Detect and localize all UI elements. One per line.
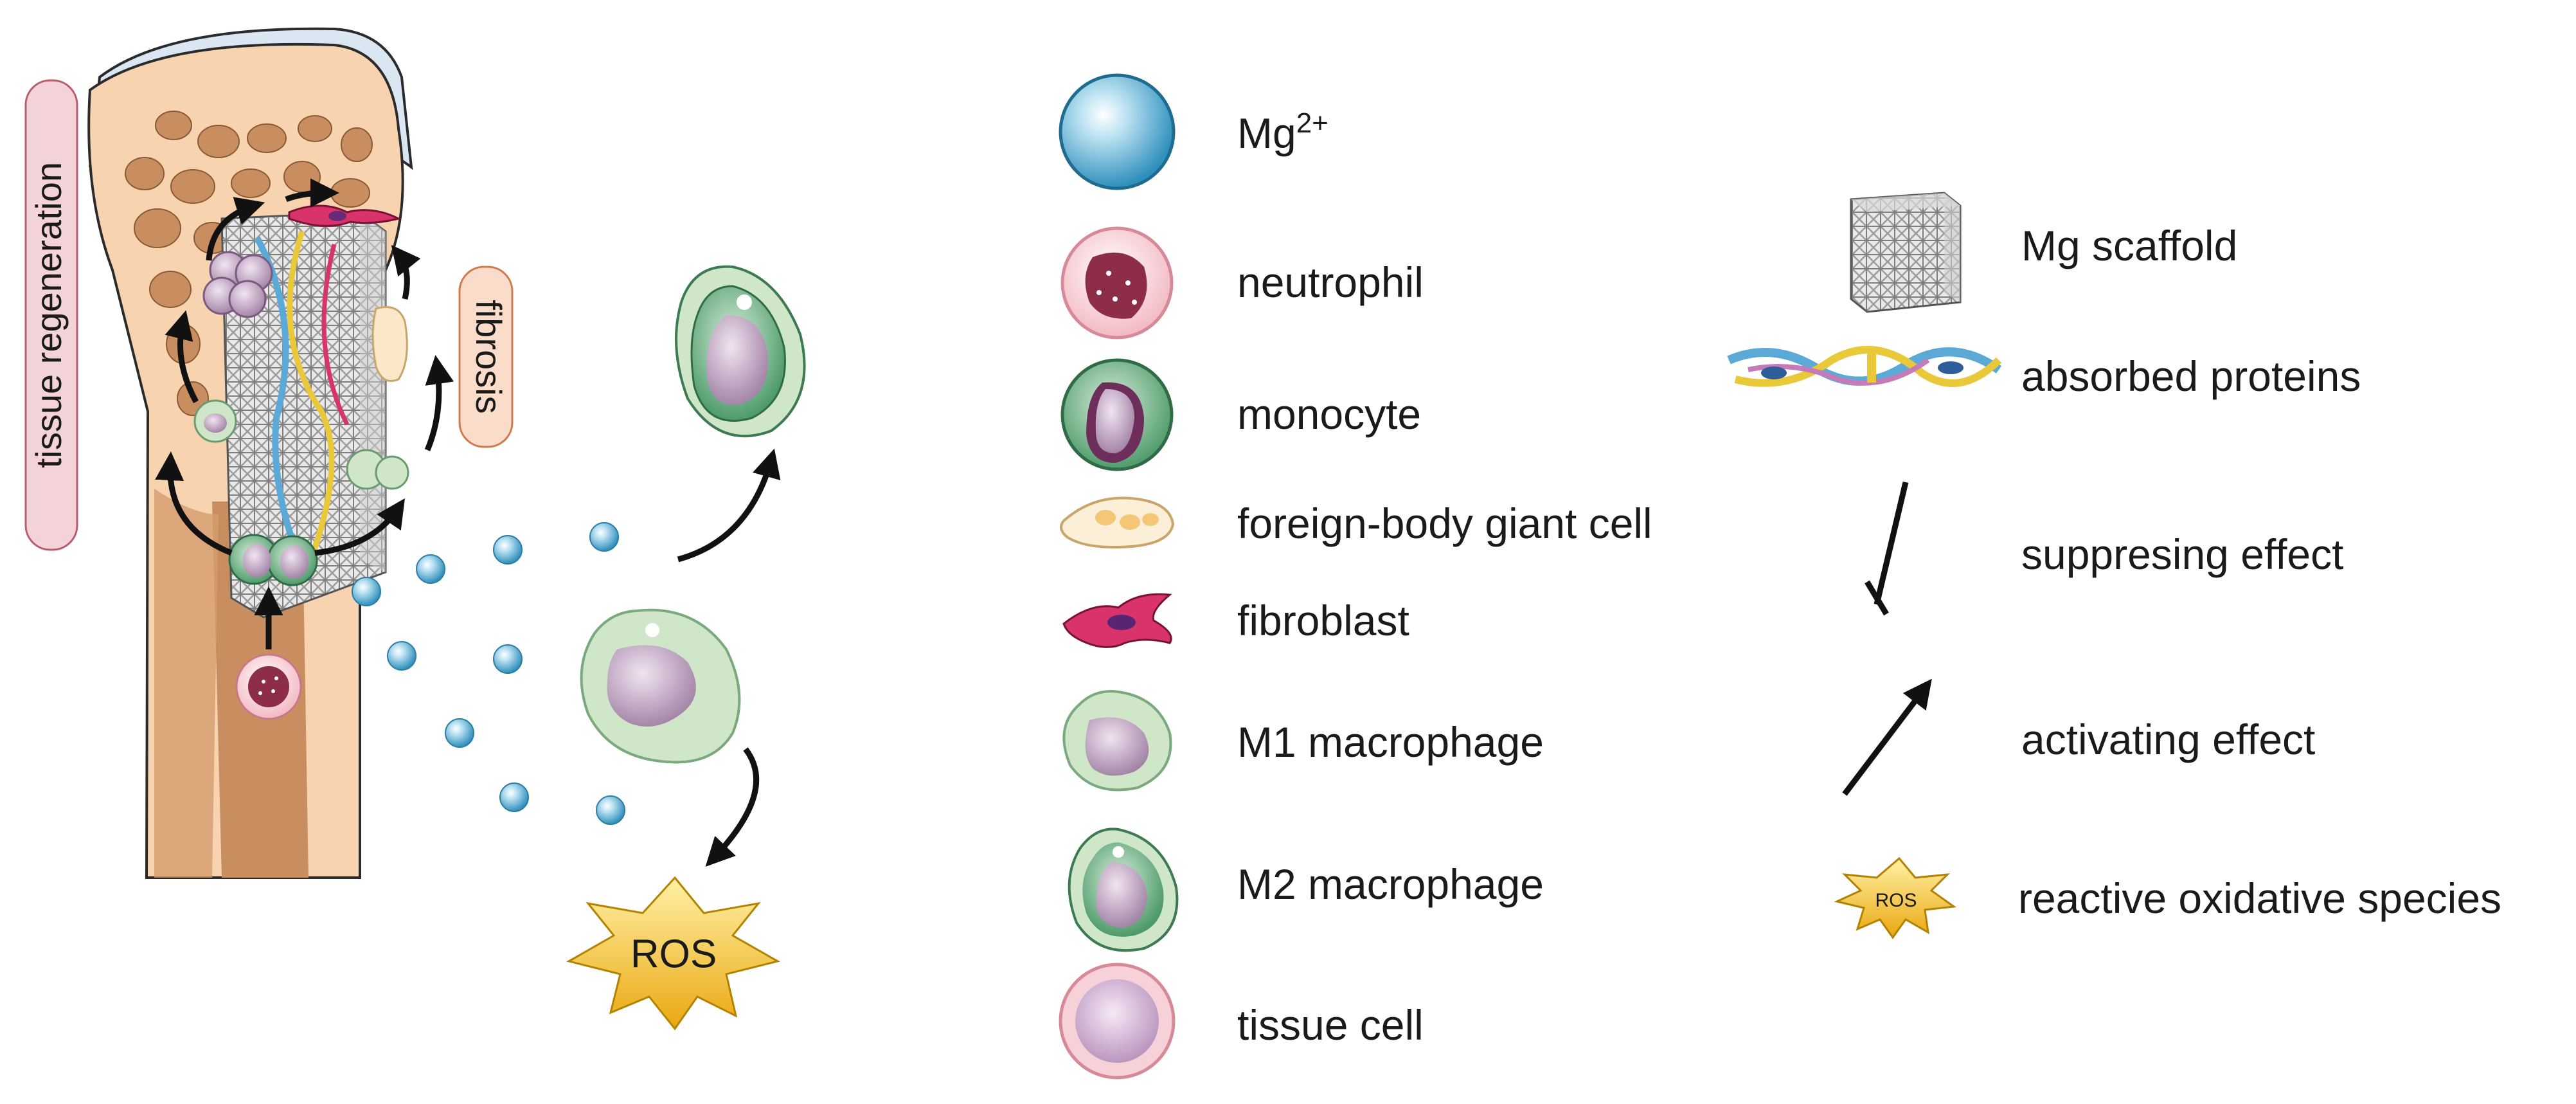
legend-item-m1: M1 macrophage (1062, 689, 1544, 792)
legend-item-m2: M2 macrophage (1068, 828, 1544, 952)
legend-item-mg: Mg2+ (1059, 73, 1328, 190)
legend-label-fibroblast: fibroblast (1237, 597, 1409, 644)
m1-macrophage-large (580, 608, 741, 764)
m1-macrophage-icon (1062, 689, 1172, 792)
legend-label-m2: M2 macrophage (1237, 860, 1544, 908)
svg-text:Mg2+: Mg2+ (1237, 107, 1328, 158)
tissue-regeneration-text: tissue regeneration (28, 162, 69, 468)
tissue-cell-icon (1059, 963, 1176, 1080)
legend-item-scaffold: Mg scaffold (1850, 192, 2237, 313)
monocyte-cluster (228, 534, 318, 586)
neutrophil-bottom (235, 653, 302, 720)
legend-item-suppressing: suppresing effect (1865, 481, 2343, 616)
legend-item-proteins: absorbed proteins (1727, 346, 2361, 400)
legend-item-neutrophil: neutrophil (1060, 226, 1424, 339)
legend-item-giant-cell: foreign-body giant cell (1060, 496, 1652, 548)
fibrosis-text: fibrosis (469, 300, 509, 413)
monocyte-icon (1060, 358, 1174, 471)
legend-label-suppressing: suppresing effect (2021, 530, 2343, 578)
legend-item-tissue-cell: tissue cell (1059, 963, 1424, 1080)
m1-left (193, 399, 237, 443)
legend-item-ros: ROS reactive oxidative species (1834, 856, 2501, 939)
m2-macrophage-icon (1068, 828, 1179, 952)
legend-label-monocyte: monocyte (1237, 390, 1421, 438)
legend-right: Mg scaffold absorbed proteins suppresing… (1727, 192, 2501, 939)
legend-label-m1: M1 macrophage (1237, 718, 1544, 766)
legend-item-monocyte: monocyte (1060, 358, 1421, 471)
trabecular-bone (125, 111, 384, 416)
legend-item-fibroblast: fibroblast (1062, 593, 1409, 648)
m1-right (346, 449, 409, 490)
ros-star-icon: ROS (1834, 856, 1957, 939)
legend-item-activating: activating effect (1842, 678, 2315, 796)
pathway-arrows (155, 178, 454, 649)
legend-label-activating: activating effect (2021, 716, 2315, 763)
legend-label-scaffold: Mg scaffold (2021, 222, 2237, 269)
bone-marrow-stem (154, 489, 219, 878)
bone-illustration: tissue regeneration fibrosis (24, 27, 806, 1031)
mg-ions-scatter (352, 522, 625, 825)
tissue-regeneration-label: tissue regeneration (24, 79, 78, 551)
legend-label-proteins: absorbed proteins (2021, 352, 2361, 400)
protein-ribbon-icon (1727, 346, 2002, 387)
ros-label-large: ROS (631, 932, 717, 976)
legend-label-tissue-cell: tissue cell (1237, 1001, 1424, 1049)
fibrosis-label: fibrosis (458, 266, 514, 448)
legend-label-ros: reactive oxidative species (2018, 874, 2501, 922)
m2-macrophage-large (675, 265, 806, 438)
neutrophil-cluster (202, 251, 273, 318)
ros-star-large: ROS (566, 876, 780, 1031)
mg-ion-icon (1059, 73, 1176, 190)
legend-label-mg-sup: 2+ (1296, 107, 1328, 139)
mg-scaffold-icon (1850, 192, 1962, 313)
neutrophil-icon (1060, 226, 1174, 339)
fibroblast-icon (1062, 593, 1172, 648)
legend-label-mg: Mg (1237, 109, 1296, 157)
legend-label-neutrophil: neutrophil (1237, 258, 1424, 306)
suppressing-arrow-icon (1865, 481, 1909, 616)
giant-cell-right (371, 306, 408, 382)
legend-left: Mg2+ neutrophil monocyte (1059, 73, 1652, 1080)
legend-label-giant-cell: foreign-body giant cell (1237, 500, 1652, 547)
activating-arrow-icon (1842, 678, 1932, 796)
foreign-body-giant-cell-icon (1060, 496, 1175, 548)
ros-icon-text: ROS (1875, 890, 1917, 911)
center-arrows (677, 448, 781, 867)
